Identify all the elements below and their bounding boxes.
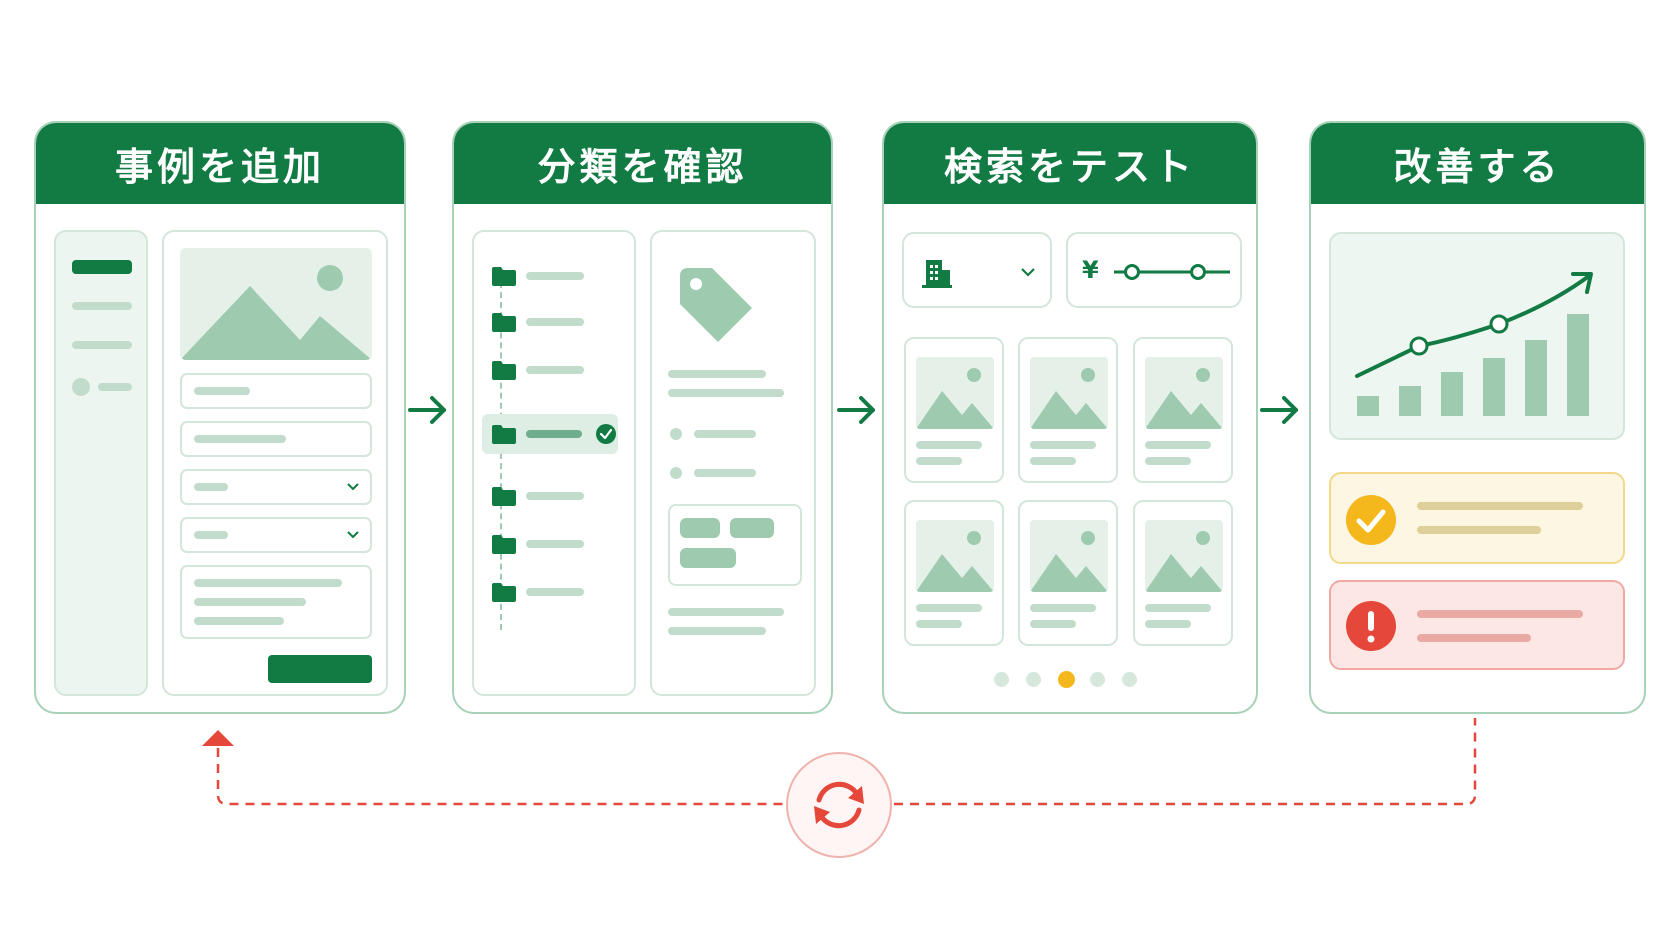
tag-chip[interactable] — [680, 518, 720, 538]
category-tree-panel — [472, 230, 636, 696]
pagination-dot[interactable] — [1122, 672, 1137, 687]
sidebar-item[interactable] — [72, 302, 132, 310]
image-placeholder-icon — [180, 265, 372, 360]
tree-item-label — [526, 492, 584, 500]
tree-item[interactable] — [482, 256, 618, 296]
image-placeholder-icon — [1030, 531, 1108, 592]
pagination-dot-active[interactable] — [1058, 671, 1075, 688]
search-result-card[interactable] — [904, 337, 1004, 483]
search-result-card[interactable] — [1018, 337, 1118, 483]
step-title-improve: 改善する — [1311, 123, 1644, 204]
image-placeholder-icon — [916, 531, 994, 592]
pagination-dot[interactable] — [1026, 672, 1041, 687]
refresh-cycle-icon — [814, 781, 864, 829]
arrow-right-icon — [408, 396, 446, 424]
tree-item-label — [526, 588, 584, 596]
tag-chip[interactable] — [730, 518, 774, 538]
building-filter-select[interactable] — [902, 232, 1052, 308]
tree-item-label — [526, 366, 584, 374]
search-result-card[interactable] — [1018, 500, 1118, 646]
image-placeholder-icon — [1145, 368, 1223, 429]
step-card-test-search: 検索をテスト ¥ — [882, 121, 1258, 714]
step-title-check-category: 分類を確認 — [454, 123, 831, 204]
sidebar-panel — [54, 230, 148, 696]
select-input[interactable] — [180, 469, 372, 505]
pagination-dot[interactable] — [1090, 672, 1105, 687]
feedback-loop-line — [202, 718, 1477, 806]
tree-item-selected[interactable] — [482, 414, 618, 454]
chevron-down-icon — [347, 483, 359, 491]
step-card-improve: 改善する — [1309, 121, 1646, 714]
image-placeholder-icon — [916, 368, 994, 429]
step-title-test-search: 検索をテスト — [884, 123, 1256, 204]
tree-item[interactable] — [482, 524, 618, 564]
tree-item-label — [526, 540, 584, 548]
search-result-card[interactable] — [1133, 500, 1233, 646]
arrow-right-icon — [1260, 396, 1298, 424]
building-icon — [922, 260, 952, 288]
image-placeholder[interactable] — [180, 248, 372, 360]
check-circle-icon — [596, 424, 616, 444]
sidebar-item-active[interactable] — [72, 260, 132, 274]
tree-item[interactable] — [482, 302, 618, 342]
step-title-add-case: 事例を追加 — [36, 123, 404, 204]
refresh-cycle-button[interactable] — [786, 752, 892, 858]
arrow-right-icon — [837, 396, 875, 424]
trend-chart-panel — [1329, 232, 1625, 440]
price-tag-icon — [680, 268, 752, 342]
error-alert — [1329, 580, 1625, 670]
search-result-card[interactable] — [1133, 337, 1233, 483]
sidebar-avatar — [72, 378, 90, 396]
check-circle-icon — [1346, 495, 1396, 545]
sidebar-item[interactable] — [72, 341, 132, 349]
step-card-add-case: 事例を追加 — [34, 121, 406, 714]
chevron-down-icon — [347, 531, 359, 539]
currency-symbol: ¥ — [1082, 256, 1099, 284]
text-input[interactable] — [180, 373, 372, 409]
tree-item[interactable] — [482, 350, 618, 390]
folder-icon — [492, 535, 516, 554]
folder-icon — [492, 487, 516, 506]
pagination-dot[interactable] — [994, 672, 1009, 687]
chevron-down-icon — [1021, 268, 1035, 277]
tree-item[interactable] — [482, 572, 618, 612]
tree-item-label — [526, 272, 584, 280]
select-input[interactable] — [180, 517, 372, 553]
tree-item-label — [526, 318, 584, 326]
step-card-check-category: 分類を確認 — [452, 121, 833, 714]
tree-item[interactable] — [482, 476, 618, 516]
tag-chip[interactable] — [680, 548, 736, 568]
image-placeholder-icon — [1030, 368, 1108, 429]
trend-up-icon — [1355, 272, 1593, 416]
list-bullet — [670, 428, 682, 440]
folder-icon — [492, 425, 516, 444]
tag-chip-group — [668, 504, 802, 586]
submit-button[interactable] — [268, 655, 372, 683]
textarea-input[interactable] — [180, 565, 372, 639]
tag-detail-panel — [650, 230, 816, 696]
error-icon — [1346, 601, 1396, 651]
search-result-card[interactable] — [904, 500, 1004, 646]
sidebar-item[interactable] — [98, 383, 132, 391]
folder-icon — [492, 361, 516, 380]
range-slider-track[interactable] — [1112, 260, 1232, 284]
folder-icon — [492, 313, 516, 332]
tree-item-label — [526, 430, 582, 438]
warning-alert — [1329, 472, 1625, 564]
form-panel — [162, 230, 388, 696]
text-input[interactable] — [180, 421, 372, 457]
folder-icon — [492, 583, 516, 602]
image-placeholder-icon — [1145, 531, 1223, 592]
folder-icon — [492, 267, 516, 286]
price-range-slider[interactable]: ¥ — [1066, 232, 1242, 308]
list-bullet — [670, 467, 682, 479]
